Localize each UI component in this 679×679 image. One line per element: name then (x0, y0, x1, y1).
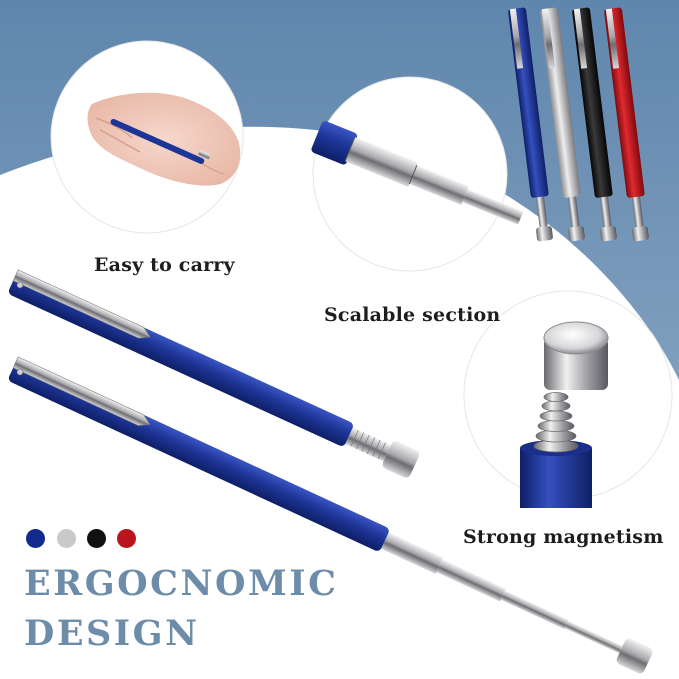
swatch-blue (26, 529, 45, 548)
easy-to-carry-circle (50, 40, 244, 234)
headline-line2: DESIGN (24, 613, 200, 654)
headline-line1: ERGOCNOMIC (24, 563, 339, 604)
white-wave-shape (0, 126, 679, 679)
swatch-black (87, 529, 106, 548)
scalable-section-circle (311, 76, 524, 272)
caption-scalable-section: Scalable section (324, 304, 501, 326)
caption-easy-to-carry: Easy to carry (94, 254, 235, 276)
caption-strong-magnetism: Strong magnetism (463, 526, 664, 548)
collapsed-pen (8, 269, 420, 478)
strong-magnetism-circle (463, 290, 673, 508)
color-variants-pens (508, 7, 649, 242)
swatch-silver (57, 529, 76, 548)
extended-pen (8, 356, 653, 674)
swatch-red (117, 529, 136, 548)
